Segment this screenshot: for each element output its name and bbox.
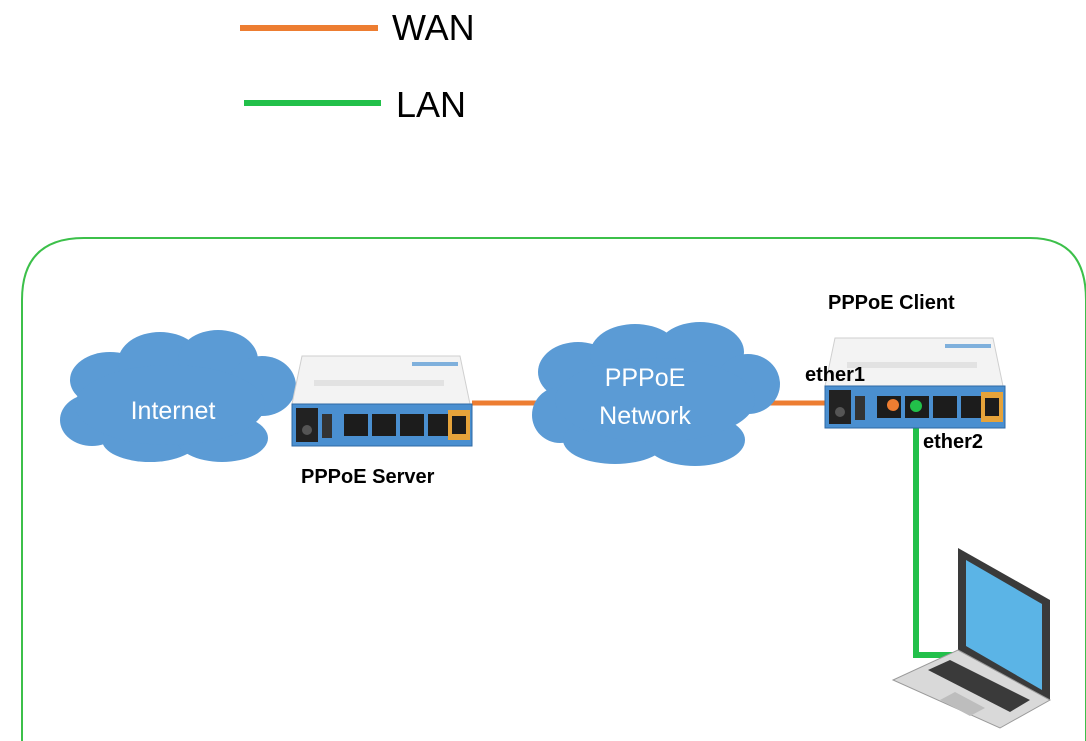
pppoe-server-label: PPPoE Server [301, 466, 435, 488]
pppoe-network-label-line2: Network [599, 402, 691, 430]
pppoe-network-label-line1: PPPoE [604, 364, 686, 392]
network-frame [21, 237, 1086, 741]
internet-cloud-icon [60, 330, 296, 462]
legend-wan-label: WAN [392, 7, 475, 48]
internet-label: Internet [130, 397, 216, 425]
lan-link-client-laptop [913, 408, 958, 658]
pppoe-network-cloud-icon [532, 322, 780, 466]
pppoe-client-label: PPPoE Client [828, 292, 955, 314]
ether2-port-marker [910, 400, 922, 412]
legend-lan-label: LAN [396, 84, 467, 125]
ether2-label: ether2 [923, 431, 984, 453]
ether1-label: ether1 [805, 364, 866, 386]
laptop-icon [891, 548, 1052, 729]
pppoe-server-router-icon [291, 355, 473, 447]
ether1-port-marker [887, 399, 899, 411]
